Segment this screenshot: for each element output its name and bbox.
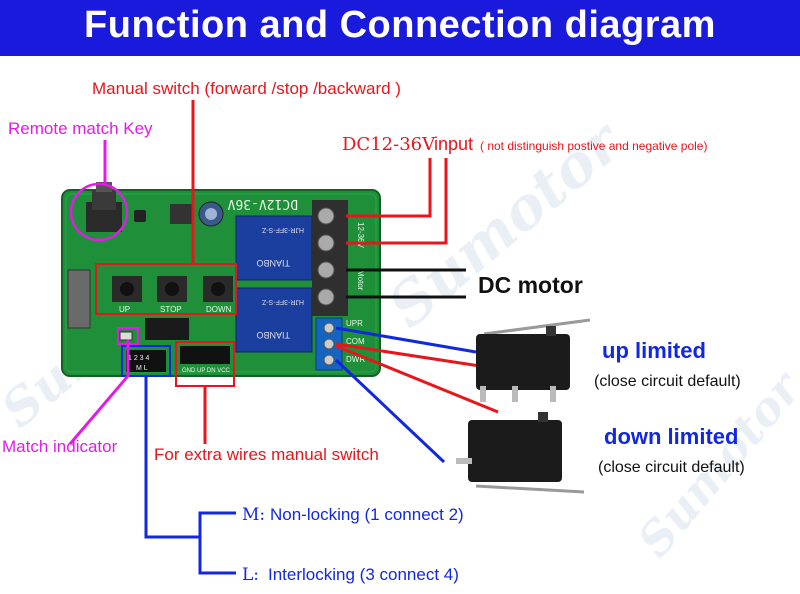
jumper-pin-numbers: 1 2 3 4 xyxy=(128,355,150,362)
terminal-com-label: COM xyxy=(346,337,365,346)
up-button-label: UP xyxy=(119,305,130,314)
manual-switch-label: Manual switch (forward /stop /backward ) xyxy=(92,79,401,98)
power-input-word: input xyxy=(434,134,473,154)
title-banner: Function and Connection diagram xyxy=(0,0,800,56)
down-button[interactable] xyxy=(203,276,233,302)
terminal-motor-label: Motor xyxy=(356,270,365,291)
terminal-upr-label: UPR xyxy=(346,319,363,328)
relay-2: TIANBO HJR-3FF-S-Z xyxy=(235,287,313,353)
terminal-screw[interactable] xyxy=(317,207,335,225)
terminal-block-main: 12-36V Motor xyxy=(312,200,365,316)
jumper-mode-letters: M L xyxy=(136,365,148,372)
down-limit-switch xyxy=(456,412,585,494)
relay-1: TIANBO HJR-3FF-S-Z xyxy=(235,215,313,281)
mode-l-text: Interlocking (3 connect 4) xyxy=(268,565,459,584)
terminal-screw[interactable] xyxy=(323,322,335,334)
extra-wire-header[interactable]: GND UP DN VCC xyxy=(180,346,231,374)
power-wire xyxy=(346,158,432,218)
stop-button[interactable] xyxy=(157,276,187,302)
crystal xyxy=(134,210,146,222)
relay-model: HJR-3FF-S-Z xyxy=(261,226,304,233)
rf-module xyxy=(67,269,91,329)
terminal-screw[interactable] xyxy=(317,234,335,252)
pcb-board: DC12V-36V xyxy=(61,182,381,377)
relay-brand: TIANBO xyxy=(256,258,290,268)
terminal-screw[interactable] xyxy=(317,288,335,306)
terminal-dwr-label: DWR xyxy=(346,355,365,364)
mode-bracket xyxy=(144,376,200,539)
up-limited-label: up limited xyxy=(602,338,706,363)
mode-jumper-header[interactable]: 1 2 3 4 M L xyxy=(126,350,166,372)
page-title: Function and Connection diagram xyxy=(84,4,716,46)
mode-m-text: Non-locking (1 connect 2) xyxy=(270,505,464,524)
up-limit-wire xyxy=(335,326,477,354)
connection-diagram: Sumotor Sumotor Sumotor DC12V-36V xyxy=(0,79,800,585)
match-indicator-led xyxy=(119,331,133,341)
up-limit-switch xyxy=(476,318,591,402)
terminal-screw[interactable] xyxy=(317,261,335,279)
silk-voltage-label: DC12V-36V xyxy=(227,196,298,211)
power-input-note: ( not distinguish postive and negative p… xyxy=(480,139,707,153)
up-button[interactable] xyxy=(112,276,142,302)
up-limited-note: (close circuit default) xyxy=(594,373,741,390)
com-wire xyxy=(335,344,499,414)
terminal-screw[interactable] xyxy=(323,354,335,366)
extra-header-pins: GND UP DN VCC xyxy=(182,368,231,374)
relay-brand: TIANBO xyxy=(256,330,290,340)
com-wire xyxy=(335,342,481,368)
match-indicator-label: Match indicator xyxy=(2,437,118,456)
capacitor xyxy=(198,201,224,227)
power-wire xyxy=(346,158,448,245)
stop-button-label: STOP xyxy=(160,305,182,314)
down-limit-wire xyxy=(334,358,446,464)
remote-key-highlight xyxy=(69,182,129,242)
relay-model: HJR-3FF-S-Z xyxy=(261,298,304,305)
manual-switch-highlight xyxy=(95,263,237,315)
mode-bracket-fork xyxy=(198,511,236,575)
extra-wires-label: For extra wires manual switch xyxy=(154,445,379,464)
down-limited-label: down limited xyxy=(604,424,738,449)
terminal-power-label: 12-36V xyxy=(356,222,365,248)
mode-m-letter: M: xyxy=(242,505,265,525)
down-limited-note: (close circuit default) xyxy=(598,459,745,476)
ic-chip xyxy=(145,318,189,340)
power-input-voltage: DC12-36V xyxy=(342,134,436,155)
manual-buttons: UP STOP DOWN xyxy=(112,276,233,314)
match-indicator-leader xyxy=(68,340,130,445)
mode-l-letter: L: xyxy=(242,565,259,585)
dc-motor-label: DC motor xyxy=(478,272,583,298)
remote-match-key[interactable] xyxy=(86,182,122,232)
remote-match-key-label: Remote match Key xyxy=(8,119,153,138)
regulator-chip xyxy=(170,204,192,224)
terminal-screw[interactable] xyxy=(323,338,335,350)
down-button-label: DOWN xyxy=(206,305,232,314)
